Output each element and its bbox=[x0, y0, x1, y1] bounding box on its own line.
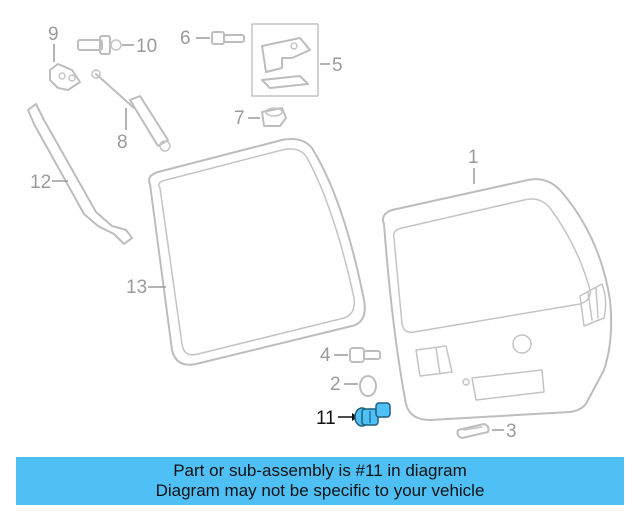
callout-13: 13 bbox=[126, 277, 147, 298]
part-6-bolt bbox=[211, 31, 245, 45]
part-2-washer bbox=[359, 375, 377, 397]
part-9-bracket bbox=[49, 63, 81, 91]
part-10-bolt bbox=[77, 35, 122, 55]
callout-6: 6 bbox=[180, 28, 191, 49]
callout-4: 4 bbox=[320, 345, 331, 366]
callout-12: 12 bbox=[30, 172, 51, 193]
callout-10: 10 bbox=[136, 36, 157, 57]
callout-3: 3 bbox=[506, 421, 517, 442]
banner-line-1: Part or sub-assembly is #11 in diagram bbox=[173, 461, 467, 480]
info-banner: Part or sub-assembly is #11 in diagram D… bbox=[16, 457, 624, 505]
callout-5: 5 bbox=[332, 55, 343, 76]
callout-8: 8 bbox=[117, 132, 128, 153]
part-11-highlighted[interactable] bbox=[354, 402, 391, 427]
part-7-clip bbox=[261, 107, 287, 127]
callout-11: 11 bbox=[316, 408, 336, 429]
part-5-hinge-box bbox=[251, 23, 319, 97]
part-8-gas-strut bbox=[91, 69, 171, 152]
part-4-bolt bbox=[349, 347, 381, 363]
callout-9: 9 bbox=[48, 24, 59, 45]
banner-line-2: Diagram may not be specific to your vehi… bbox=[155, 481, 485, 500]
part-1-liftgate bbox=[382, 178, 613, 421]
part-12-support-rod bbox=[27, 103, 133, 245]
callout-1: 1 bbox=[468, 147, 479, 168]
part-13-rear-window bbox=[148, 138, 366, 366]
callout-2: 2 bbox=[330, 374, 341, 395]
callout-7: 7 bbox=[234, 108, 245, 129]
part-3-grommet bbox=[456, 423, 490, 439]
parts-diagram: 9 10 6 5 7 8 12 bbox=[27, 23, 613, 442]
